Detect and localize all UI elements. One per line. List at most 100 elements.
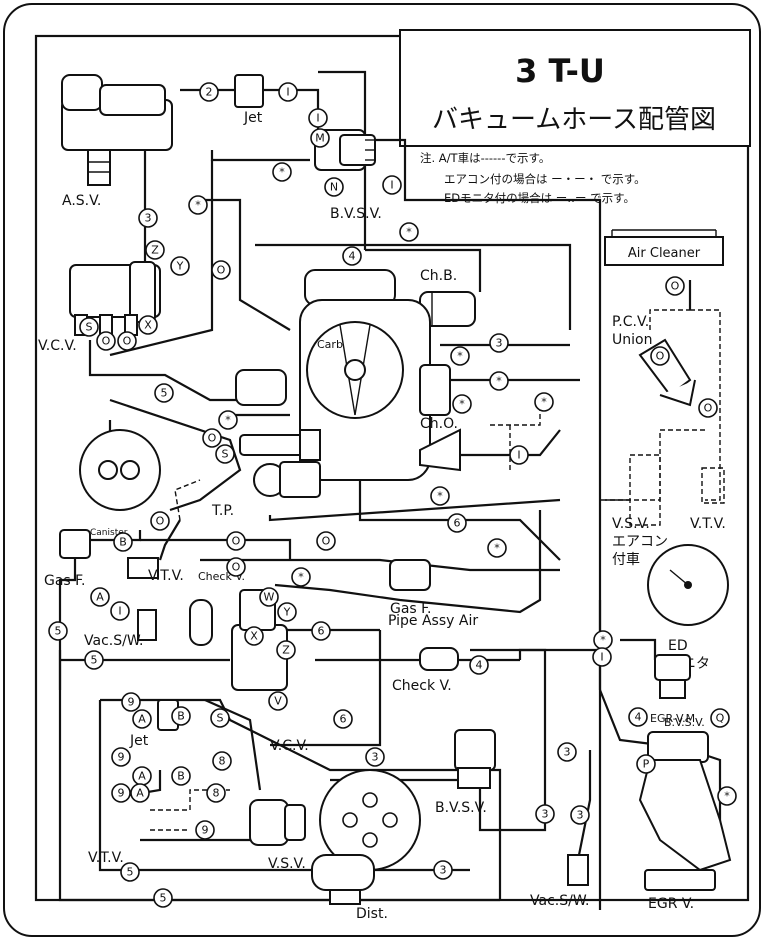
bvsv-bottom <box>454 729 496 789</box>
tp-label: T.P. <box>211 503 234 519</box>
svg-text:*: * <box>279 166 285 179</box>
svg-text:5: 5 <box>160 892 167 905</box>
svg-text:M: M <box>315 132 325 145</box>
air-cleaner <box>604 229 724 266</box>
jet-bottom-label: Jet <box>129 733 149 749</box>
vacsw-bottom-label: Vac.S/W. <box>530 893 590 909</box>
chb-label: Ch.B. <box>420 268 457 284</box>
svg-text:6: 6 <box>318 625 325 638</box>
svg-text:O: O <box>232 561 241 574</box>
svg-text:3: 3 <box>372 751 379 764</box>
pipe-assy-label: Pipe Assy Air <box>388 613 478 629</box>
bvsv-right <box>654 654 691 699</box>
svg-text:V: V <box>274 695 282 708</box>
svg-text:O: O <box>671 280 680 293</box>
pcv-label-1: P.C.V. <box>612 314 649 330</box>
svg-text:O: O <box>156 515 165 528</box>
egr-valve <box>638 759 732 891</box>
svg-text:S: S <box>86 321 93 334</box>
carburetor <box>235 269 451 498</box>
note-line-3: EDモニタ付の場合は ー‥ー で示す。 <box>444 191 635 205</box>
cho-component <box>419 428 461 472</box>
svg-text:P: P <box>643 758 650 771</box>
title-box <box>399 29 751 147</box>
gas-filter-mid <box>389 559 431 591</box>
svg-text:W: W <box>264 591 275 604</box>
svg-text:5: 5 <box>91 654 98 667</box>
svg-text:4: 4 <box>635 711 642 724</box>
svg-text:I: I <box>517 449 520 462</box>
vsv-right-label-3: 付車 <box>612 551 640 568</box>
vtv-left <box>127 557 159 579</box>
svg-text:6: 6 <box>340 713 347 726</box>
svg-text:8: 8 <box>213 787 220 800</box>
distributor <box>311 769 421 905</box>
hose-lines <box>58 70 722 910</box>
svg-text:A: A <box>138 713 146 726</box>
egr-v-label: EGR V. <box>648 896 694 912</box>
svg-text:O: O <box>232 535 241 548</box>
svg-text:X: X <box>144 319 152 332</box>
svg-text:*: * <box>457 350 463 363</box>
carb-label: Carb <box>317 338 343 351</box>
vtv-left-label: V.T.V. <box>148 568 184 584</box>
svg-text:Z: Z <box>282 644 290 657</box>
svg-text:I: I <box>316 112 319 125</box>
svg-text:*: * <box>496 375 502 388</box>
vsv-bottom <box>249 799 306 846</box>
svg-text:4: 4 <box>349 250 356 263</box>
svg-text:9: 9 <box>202 824 209 837</box>
svg-text:8: 8 <box>219 755 226 768</box>
svg-text:O: O <box>704 402 713 415</box>
svg-text:*: * <box>195 199 201 212</box>
bvsv-top-label: B.V.S.V. <box>330 206 382 222</box>
check-valve-top <box>189 599 213 646</box>
svg-text:*: * <box>494 542 500 555</box>
svg-text:*: * <box>459 398 465 411</box>
vacsw-left-label: Vac.S/W. <box>84 633 144 649</box>
ed-monitor-label-1: ED <box>668 638 688 654</box>
bvsv-bottom-label: B.V.S.V. <box>435 800 487 816</box>
svg-text:*: * <box>437 490 443 503</box>
svg-text:Y: Y <box>283 606 291 619</box>
svg-text:*: * <box>298 571 304 584</box>
svg-text:Y: Y <box>176 260 184 273</box>
svg-text:A: A <box>136 787 144 800</box>
svg-text:5: 5 <box>161 387 168 400</box>
svg-text:O: O <box>123 335 132 348</box>
svg-text:I: I <box>600 651 603 664</box>
svg-text:X: X <box>250 630 258 643</box>
outer-frame <box>3 3 761 937</box>
vac-switch-bottom <box>567 854 589 886</box>
svg-text:3: 3 <box>440 864 447 877</box>
svg-text:S: S <box>222 448 229 461</box>
svg-text:O: O <box>102 335 111 348</box>
asv-valve <box>61 74 173 186</box>
svg-text:Z: Z <box>151 244 159 257</box>
svg-text:N: N <box>330 181 338 194</box>
svg-text:3: 3 <box>542 808 549 821</box>
svg-text:6: 6 <box>454 517 461 530</box>
vsv-bottom-label: V.S.V. <box>268 856 306 872</box>
svg-text:*: * <box>225 414 231 427</box>
egr-vm <box>647 731 709 763</box>
gasf-left-label: Gas F. <box>44 573 85 589</box>
ed-monitor-gauge <box>647 544 729 626</box>
svg-text:9: 9 <box>118 787 125 800</box>
svg-text:*: * <box>600 634 606 647</box>
bvsv-right-label: B.V.S.V. <box>664 716 705 729</box>
note-line-2: エアコン付の場合は ー・ー・ で示す。 <box>444 172 646 186</box>
air-cleaner-label: Air Cleaner <box>628 246 701 261</box>
canister-label: Canister <box>90 528 128 538</box>
svg-text:*: * <box>724 790 730 803</box>
vtv-right <box>701 467 725 504</box>
vsv-right-label-1: V.S.V. <box>612 516 650 532</box>
svg-text:B: B <box>177 710 185 723</box>
svg-text:A: A <box>138 770 146 783</box>
vtv-right-label: V.T.V. <box>690 516 726 532</box>
svg-text:I: I <box>118 605 121 618</box>
egr-vm-label: EGR-V.M. <box>650 712 699 725</box>
svg-text:I: I <box>390 179 393 192</box>
svg-text:S: S <box>217 712 224 725</box>
